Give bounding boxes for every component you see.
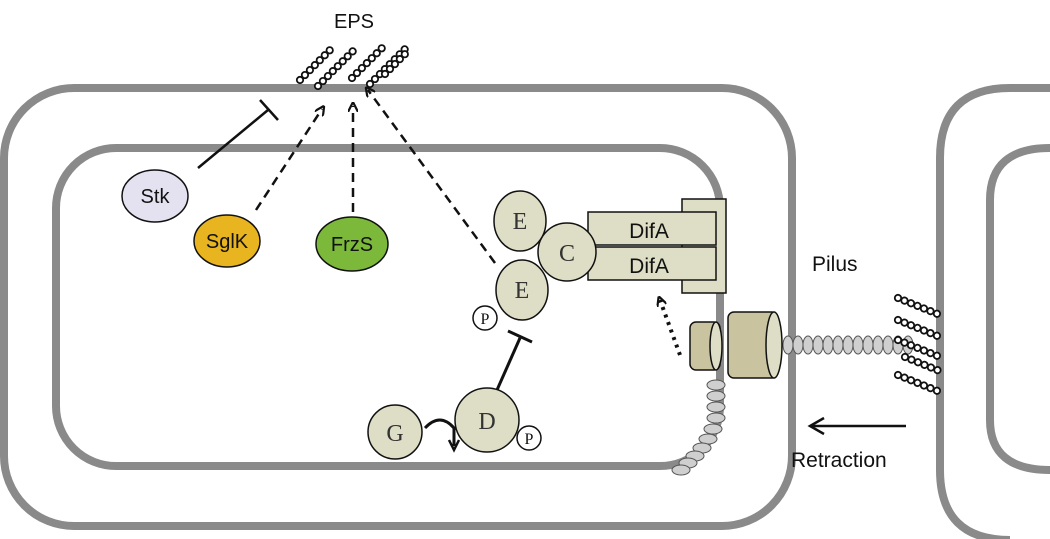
inner-membrane (52, 144, 724, 470)
stk-inhibits-eps (197, 99, 279, 169)
pilus-filament (782, 335, 914, 355)
frzs-protein (315, 216, 389, 272)
d-inhibits-e (495, 329, 533, 391)
g-label: G (386, 421, 403, 447)
pilus-label: Pilus (812, 253, 858, 276)
neighbor-cell-inner-membrane (986, 144, 1050, 474)
d-phosphate-label: P (525, 431, 534, 448)
e-bottom-label: E (515, 278, 530, 304)
c-label: C (559, 241, 575, 267)
e-top-protein (493, 190, 547, 252)
g-to-d-arrowhead (447, 439, 461, 453)
d-protein (454, 387, 520, 453)
frzs-label: FrzS (331, 234, 373, 256)
e-phosphate (472, 305, 498, 331)
pilus-bound-eps (892, 292, 943, 396)
retraction-label: Retraction (791, 449, 887, 472)
neighbor-cell-outer-membrane (936, 84, 1050, 539)
pilus-motor (689, 311, 783, 379)
difa-complex (587, 198, 727, 294)
e-phosphate-label: P (481, 311, 490, 328)
sglk-protein (193, 214, 261, 268)
retraction-arrowhead (807, 416, 825, 436)
g-protein (367, 404, 423, 460)
eps-strands (294, 42, 411, 92)
eps-label: EPS (334, 11, 374, 33)
outer-membrane (0, 84, 796, 530)
sglk-label: SglK (206, 231, 249, 253)
pilus-to-difa-signal-arrow (660, 300, 682, 356)
difa-to-eps-arrow (368, 90, 497, 264)
pilin-chain (671, 379, 726, 476)
stk-label: Stk (141, 186, 171, 208)
difa-top-label: DifA (629, 220, 669, 243)
sglk-to-eps-arrow (254, 109, 322, 211)
d-phosphate (516, 425, 542, 451)
e-top-label: E (513, 209, 528, 235)
difa-bottom-label: DifA (629, 255, 669, 278)
e-bottom-protein (495, 259, 549, 321)
d-label: D (478, 409, 495, 435)
stk-protein (121, 169, 189, 223)
c-protein (537, 222, 597, 282)
g-to-d-curved-arrow (423, 418, 456, 446)
